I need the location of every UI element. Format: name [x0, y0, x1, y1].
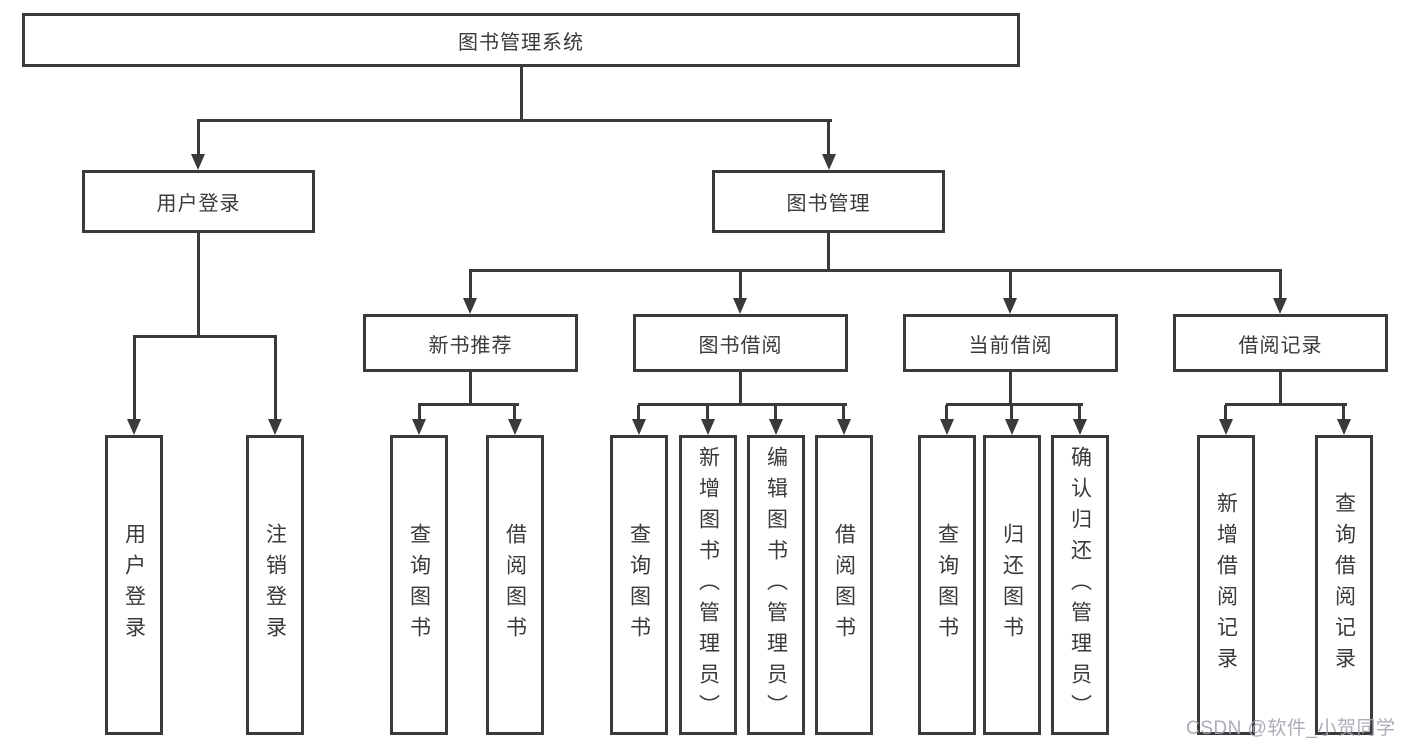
- leaf-label: 用户登录: [122, 523, 146, 647]
- arrow-into-current-borrow-leaf3: [1073, 419, 1087, 435]
- connector-drop-new-book-leaf1: [418, 405, 421, 421]
- leaf-query-borrow-record: 查询借阅记录: [1315, 435, 1373, 735]
- connector-drop-book-borrow-leaf1: [637, 405, 640, 421]
- leaf-add-borrow-record: 新增借阅记录: [1197, 435, 1255, 735]
- arrow-into-current-borrow: [1003, 298, 1017, 314]
- connector-root-trunk: [520, 66, 523, 120]
- leaf-label: 查询图书: [627, 523, 651, 647]
- leaf-label: 查询图书: [407, 523, 431, 647]
- node-library-management-system: 图书管理系统: [22, 13, 1020, 67]
- connector-current-borrow-rail: [946, 403, 1083, 406]
- arrow-into-borrow-record-leaf1: [1219, 419, 1233, 435]
- connector-drop-user-login-leaf1: [133, 336, 136, 420]
- leaf-borrow-books-newbook: 借阅图书: [486, 435, 544, 735]
- arrow-into-book-borrow-leaf3: [769, 419, 783, 435]
- arrow-into-current-borrow-leaf2: [1005, 419, 1019, 435]
- arrow-into-new-book-leaf2: [508, 419, 522, 435]
- node-label: 借阅记录: [1238, 334, 1323, 357]
- connector-drop-book-borrow-leaf4: [842, 405, 845, 421]
- connector-drop-new-book: [469, 271, 472, 299]
- leaf-label: 新增借阅记录: [1214, 492, 1238, 678]
- connector-drop-user-login-leaf2: [274, 336, 277, 420]
- leaf-query-books-current: 查询图书: [918, 435, 976, 735]
- arrow-into-user-login-leaf1: [127, 419, 141, 435]
- connector-drop-new-book-leaf2: [513, 405, 516, 421]
- leaf-label: 查询借阅记录: [1332, 492, 1356, 678]
- csdn-watermark: CSDN @软件_小贺同学: [1186, 718, 1396, 739]
- leaf-label: 借阅图书: [503, 523, 527, 647]
- node-book-management: 图书管理: [712, 170, 945, 233]
- arrow-into-book-borrow-leaf2: [701, 419, 715, 435]
- connector-book-borrow-rail: [638, 403, 847, 406]
- connector-level3-rail: [469, 269, 1282, 272]
- leaf-label: 新增图书（管理员）: [696, 445, 720, 725]
- leaf-label: 归还图书: [1000, 523, 1024, 647]
- arrow-into-book-borrow-leaf4: [837, 419, 851, 435]
- arrow-into-new-book: [463, 298, 477, 314]
- node-borrow-record: 借阅记录: [1173, 314, 1388, 372]
- node-label: 图书借阅: [698, 334, 783, 357]
- leaf-return-books: 归还图书: [983, 435, 1041, 735]
- arrow-into-book-borrow-leaf1: [632, 419, 646, 435]
- connector-drop-borrow-record-leaf1: [1224, 405, 1227, 421]
- connector-drop-borrow-record: [1279, 271, 1282, 299]
- arrow-into-borrow-record: [1273, 298, 1287, 314]
- arrow-into-borrow-record-leaf2: [1337, 419, 1351, 435]
- connector-drop-current-borrow-leaf1: [945, 405, 948, 421]
- connector-drop-borrow-record-leaf2: [1342, 405, 1345, 421]
- node-new-book-recommend: 新书推荐: [363, 314, 578, 372]
- leaf-label: 注销登录: [263, 523, 287, 647]
- connector-drop-book-borrow: [739, 271, 742, 299]
- arrow-into-book-borrow: [733, 298, 747, 314]
- connector-current-borrow-trunk: [1009, 372, 1012, 405]
- connector-new-book-trunk: [469, 372, 472, 405]
- arrow-into-user-login: [191, 154, 205, 170]
- leaf-query-books-newbook: 查询图书: [390, 435, 448, 735]
- connector-borrow-record-rail: [1225, 403, 1347, 406]
- connector-borrow-record-trunk: [1279, 372, 1282, 405]
- connector-drop-book-borrow-leaf3: [774, 405, 777, 421]
- leaf-edit-books-admin: 编辑图书（管理员）: [747, 435, 805, 735]
- connector-drop-book-borrow-leaf2: [706, 405, 709, 421]
- leaf-query-books-borrow: 查询图书: [610, 435, 668, 735]
- leaf-label: 查询图书: [935, 523, 959, 647]
- connector-drop-current-borrow-leaf2: [1010, 405, 1013, 421]
- connector-drop-current-borrow-leaf3: [1078, 405, 1081, 421]
- connector-book-management-trunk: [827, 232, 830, 272]
- connector-level2-rail: [197, 119, 832, 122]
- leaf-add-books-admin: 新增图书（管理员）: [679, 435, 737, 735]
- node-label: 图书管理: [786, 193, 871, 215]
- connector-drop-current-borrow: [1009, 271, 1012, 299]
- node-label: 当前借阅: [968, 334, 1053, 357]
- connector-drop-user-login: [197, 119, 200, 156]
- connector-user-login-rail: [133, 335, 277, 338]
- leaf-logout: 注销登录: [246, 435, 304, 735]
- node-book-borrow: 图书借阅: [633, 314, 848, 372]
- connector-book-borrow-trunk: [739, 372, 742, 405]
- leaf-confirm-return-admin: 确认归还（管理员）: [1051, 435, 1109, 735]
- node-label: 图书管理系统: [458, 31, 584, 54]
- arrow-into-current-borrow-leaf1: [940, 419, 954, 435]
- node-current-borrow: 当前借阅: [903, 314, 1118, 372]
- connector-new-book-rail: [418, 403, 519, 406]
- leaf-borrow-books: 借阅图书: [815, 435, 873, 735]
- connector-drop-book-management: [827, 119, 830, 156]
- node-user-login: 用户登录: [82, 170, 315, 233]
- arrow-into-book-management: [822, 154, 836, 170]
- node-label: 用户登录: [156, 193, 241, 215]
- connector-user-login-trunk: [197, 232, 200, 336]
- arrow-into-user-login-leaf2: [268, 419, 282, 435]
- leaf-label: 确认归还（管理员）: [1068, 445, 1092, 725]
- node-label: 新书推荐: [428, 334, 513, 357]
- leaf-label: 编辑图书（管理员）: [764, 445, 788, 725]
- arrow-into-new-book-leaf1: [412, 419, 426, 435]
- leaf-label: 借阅图书: [832, 523, 856, 647]
- leaf-user-login: 用户登录: [105, 435, 163, 735]
